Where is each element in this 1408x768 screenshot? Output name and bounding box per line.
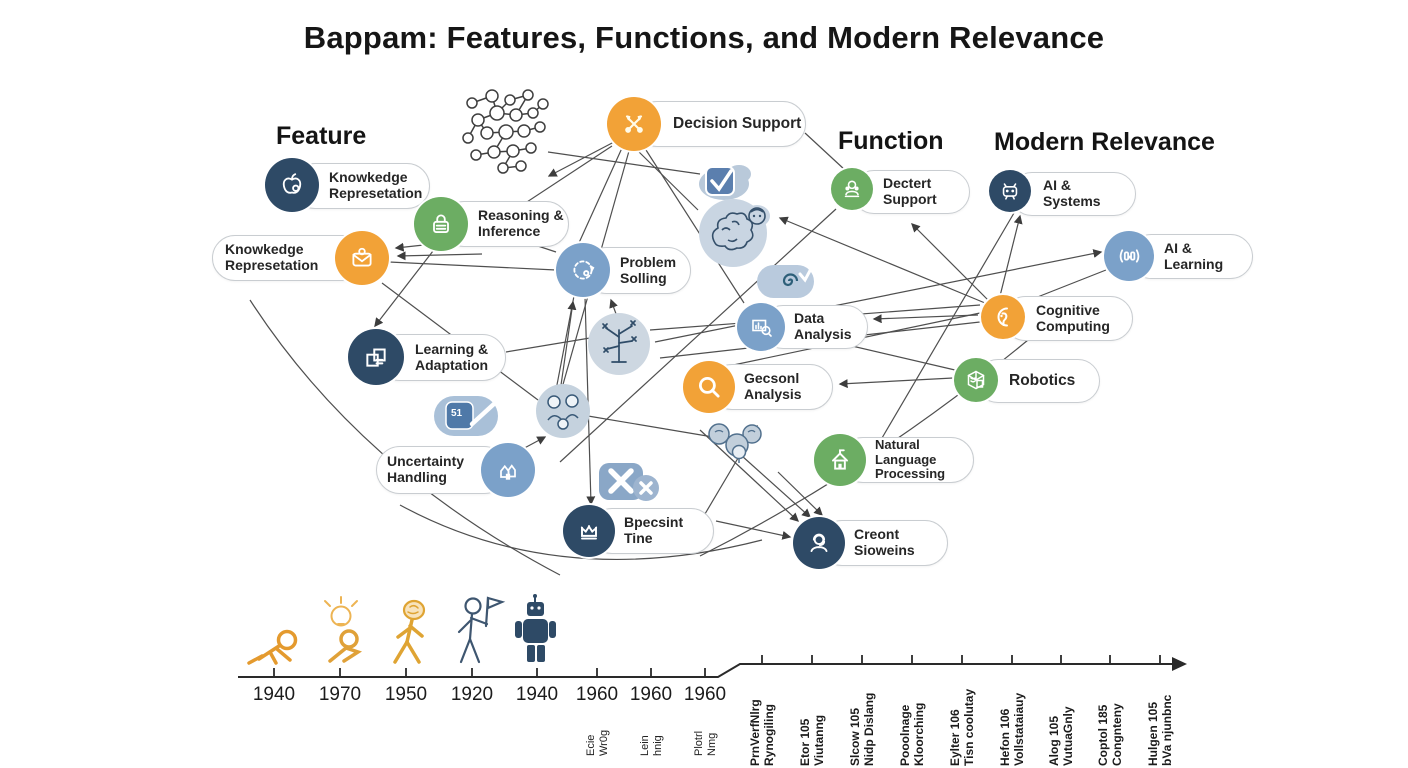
- timeline-sub-label: Plotrl Nmg: [693, 730, 718, 756]
- scribble-people-circle: [536, 384, 590, 438]
- lock-icon: [414, 197, 468, 251]
- timeline-rotated-label: Pooolnage Kloorching: [898, 702, 927, 766]
- node-dectert-support: Dectert Support: [852, 170, 970, 214]
- timeline-year: 1970: [318, 684, 362, 705]
- head-profile-icon: [981, 295, 1025, 339]
- evolution-figure-robot: [515, 594, 556, 662]
- x-badge: [599, 463, 659, 501]
- timeline-arrowhead: [1172, 657, 1187, 671]
- node-knowledge-representation-1: Knowkedge Represetation: [292, 163, 430, 209]
- node-label: Learning & Adaptation: [415, 340, 489, 373]
- timeline-rotated-label: Alog 105 VutuaGnly: [1047, 706, 1076, 766]
- node-label: Knowkedge Represetation: [329, 169, 423, 201]
- envelope-icon: [335, 231, 389, 285]
- cycle-icon: [556, 243, 610, 297]
- tree-doodle-circle: [588, 313, 650, 375]
- column-heading-modern-relevance: Modern Relevance: [994, 128, 1215, 156]
- timeline-sub-label: Lein hnig: [639, 735, 664, 756]
- node-label: Creont Sioweins: [854, 526, 915, 558]
- support-person-icon: [793, 517, 845, 569]
- pencil-badge-glyph: 51: [451, 408, 463, 419]
- timeline-rotated-label: PrnVerfNlrg Rynogiling: [748, 699, 777, 766]
- column-heading-feature: Feature: [276, 122, 367, 150]
- robot-icon: [989, 170, 1031, 212]
- node-label: Data Analysis: [794, 310, 852, 342]
- chart-icon: [737, 303, 785, 351]
- node-label: Bpecsint Tine: [624, 514, 684, 546]
- node-label: AI & Systems: [1043, 177, 1101, 209]
- cube-icon: [954, 358, 998, 402]
- node-natural-language-processing: Natural Language Processing: [840, 437, 974, 483]
- network-doodle: [462, 89, 549, 174]
- timeline-year: 1940: [252, 684, 296, 705]
- node-label: Knowkedge Represetation: [225, 241, 319, 273]
- timeline-sub-label: Ecie Wr0g: [585, 729, 610, 756]
- evolution-figure-brain-walker: [393, 599, 426, 664]
- timeline-axis: [238, 655, 1187, 678]
- timeline-rotated-label: Slcow 105 Nidp Dislang: [848, 692, 877, 766]
- node-label: Cognitive Computing: [1036, 301, 1110, 334]
- timeline-rotated-label: Coptol 185 Congnteny: [1096, 703, 1125, 766]
- timeline-rotated-label: Eylter 106 Tisn coolutay: [948, 688, 977, 766]
- heads-bulb-doodle: [708, 423, 762, 463]
- crown-icon: [563, 505, 615, 557]
- evolution-figure-idea: [324, 596, 363, 663]
- node-label: Uncertainty Handling: [387, 453, 465, 485]
- evolution-figure-flag-bearer: [457, 596, 506, 664]
- node-label: Decision Support: [673, 115, 802, 133]
- hands-icon: [1104, 231, 1154, 281]
- node-label: AI & Learning: [1164, 239, 1224, 272]
- people-icon: [831, 168, 873, 210]
- timeline-year: 1960: [683, 684, 727, 705]
- timeline-year: 1950: [384, 684, 428, 705]
- node-label: Problem Solling: [620, 253, 677, 286]
- crossed-swords-icon: [607, 97, 661, 151]
- apple-icon: [265, 158, 319, 212]
- timeline-rotated-label: Etor 105 Viutanng: [798, 714, 827, 766]
- node-label: Natural Language Processing: [875, 437, 946, 482]
- house-icon: [814, 434, 866, 486]
- brain-doodle-circle: [699, 199, 770, 267]
- node-label: Robotics: [1009, 372, 1076, 390]
- timeline-year: 1920: [450, 684, 494, 705]
- check-badge: [699, 165, 751, 200]
- houses-icon: [481, 443, 535, 497]
- documents-icon: [348, 329, 404, 385]
- node-label: Reasoning & Inference: [478, 207, 564, 239]
- node-label: Dectert Support: [883, 175, 937, 207]
- timeline-year: 1960: [575, 684, 619, 705]
- timeline-year: 1940: [515, 684, 559, 705]
- evolution-figure-crawling: [247, 629, 298, 665]
- timeline-rotated-label: Hefon 106 Vollstataiauy: [998, 692, 1027, 766]
- timeline-rotated-label: Hulgen 105 bVa njunbnc: [1146, 694, 1175, 766]
- pencil-badge: [434, 396, 498, 436]
- node-label: Gecsonl Analysis: [744, 370, 802, 402]
- timeline-year: 1960: [629, 684, 673, 705]
- column-heading-function: Function: [838, 127, 944, 155]
- page-title: Bappam: Features, Functions, and Modern …: [303, 20, 1105, 55]
- spiral-badge: [757, 263, 815, 298]
- magnifier-icon: [683, 361, 735, 413]
